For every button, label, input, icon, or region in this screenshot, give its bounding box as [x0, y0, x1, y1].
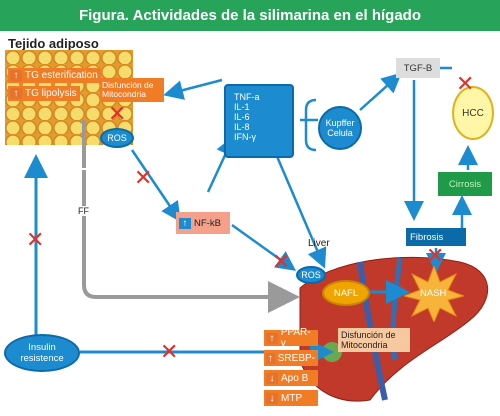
ros-top: ROS [100, 128, 134, 148]
liver-label: Liver [308, 238, 330, 249]
cytokine-item: IL-8 [234, 122, 250, 132]
cytokine-box: TNF-a IL-1 IL-6 IL-8 IFN-γ [224, 84, 294, 158]
figure-title: Figura. Actividades de la silimarina en … [0, 0, 500, 31]
mito-dysfunction-liver: Disfunción de Mitocondria [338, 328, 410, 352]
inhibit-x-icon: ✕ [134, 166, 153, 191]
inhibit-x-icon: ✕ [160, 340, 179, 365]
marker-ppar: PPAR-γ [264, 327, 318, 349]
nash-burst [404, 266, 464, 322]
inhibit-x-icon: ✕ [426, 244, 445, 269]
cytokine-item: IFN-γ [234, 132, 256, 142]
inhibit-x-icon: ✕ [108, 102, 127, 127]
cytokine-item: IL-6 [234, 112, 250, 122]
cirrosis-box: Cirrosis [438, 172, 492, 196]
tg-lipolysis-tag: TG lipolysis [8, 86, 80, 101]
mito-dysfunction-top: Disfunción de Mitocondria [100, 78, 164, 102]
up-arrow-icon: ↑ [179, 217, 191, 229]
nfkb-box: ↑ NF-kB [176, 212, 230, 234]
marker-mtp: MTP [264, 390, 318, 406]
cytokine-item: TNF-a [234, 92, 260, 102]
tgfb-box: TGF-B [396, 58, 440, 78]
cytokine-item: IL-1 [234, 102, 250, 112]
inhibit-x-icon: ✕ [26, 228, 45, 253]
insulin-resistance: Insulin resistence [4, 334, 80, 372]
inhibit-x-icon: ✕ [272, 250, 291, 275]
marker-srebp: SREBP- [264, 350, 318, 366]
kupffer-cell: Kupffer Celula [318, 106, 362, 150]
tg-esterification-tag: TG esterification [8, 68, 101, 83]
ff-label: FF [78, 206, 89, 216]
ros-liver: ROS [296, 266, 326, 284]
marker-apob: Apo B [264, 370, 318, 386]
nafl-node: NAFL [322, 280, 370, 306]
hcc-node: HCC [452, 86, 494, 140]
fibrosis-box: Fibrosis [406, 228, 466, 246]
adipose-label: Tejido adiposo [8, 36, 99, 51]
inhibit-x-icon: ✕ [456, 72, 475, 97]
nash-label: NASH [420, 288, 447, 299]
